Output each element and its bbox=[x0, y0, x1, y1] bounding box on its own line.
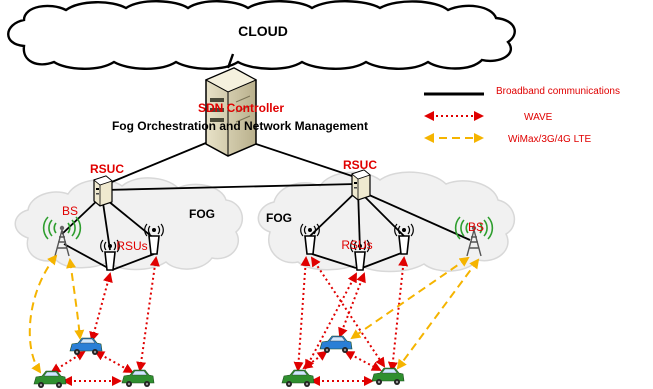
server-icon bbox=[204, 67, 258, 157]
cloud-icon bbox=[7, 0, 516, 70]
car-icon bbox=[371, 367, 405, 386]
rsuc-right-label: RSUC bbox=[343, 158, 377, 172]
rsus-right-label: RSUs bbox=[341, 238, 372, 252]
rsuc-left-label: RSUC bbox=[90, 162, 124, 176]
router-icon bbox=[351, 169, 371, 201]
controller-uplink bbox=[226, 53, 235, 69]
bs-right-label: BS bbox=[468, 220, 484, 234]
controller-title: SDN Controller bbox=[198, 101, 284, 115]
fog-right-label: FOG bbox=[266, 211, 292, 225]
bs-left-label: BS bbox=[62, 204, 78, 218]
fog-left-label: FOG bbox=[189, 207, 215, 221]
car-icon bbox=[281, 369, 315, 388]
cloud-label: CLOUD bbox=[238, 23, 288, 39]
legend: Broadband communications WAVE WiMax/3G/4… bbox=[424, 86, 620, 145]
car-icon bbox=[33, 370, 67, 389]
rsus-left-label: RSUs bbox=[116, 239, 147, 253]
wimax-links bbox=[28, 254, 480, 374]
wave-links bbox=[50, 256, 409, 386]
car-icon bbox=[319, 335, 353, 354]
legend-broadband-label: Broadband communications bbox=[496, 86, 620, 97]
car-icon bbox=[121, 369, 155, 388]
legend-wimax-label: WiMax/3G/4G LTE bbox=[508, 134, 591, 145]
router-icon bbox=[93, 175, 113, 207]
car-icon bbox=[69, 337, 103, 356]
controller-subtitle: Fog Orchestration and Network Management bbox=[112, 119, 368, 133]
legend-wave-label: WAVE bbox=[524, 112, 553, 123]
